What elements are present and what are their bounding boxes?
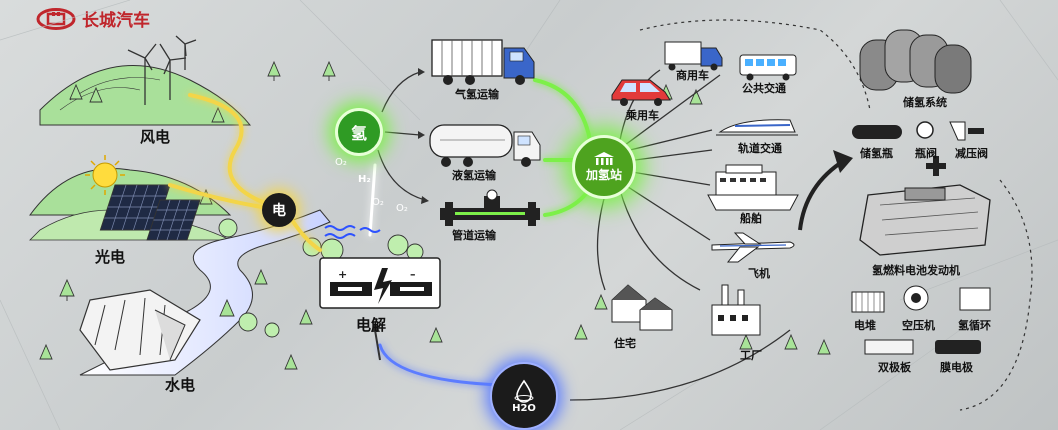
rail-transport-label: 轨道交通 <box>738 142 782 155</box>
flow-arrows <box>374 69 791 401</box>
pipeline-transport-label: 管道运输 <box>452 229 496 242</box>
public-transport-label: 公共交通 <box>742 82 786 95</box>
factory-label: 工厂 <box>740 349 762 362</box>
storage-bottle-label: 储氢瓶 <box>860 147 893 160</box>
sun-icon <box>85 155 125 195</box>
h2-label: H₂ <box>358 174 371 185</box>
wind-turbine-icons <box>127 35 197 105</box>
plus-icon <box>926 156 946 176</box>
water-drop-icon <box>514 379 534 403</box>
water-node: H2O <box>490 362 558 430</box>
house-icon <box>611 284 673 331</box>
station-building-icon <box>594 151 614 165</box>
hydrogen-station-node: 加氢站 <box>572 135 636 199</box>
wind-power-label: 风电 <box>140 128 171 146</box>
storage-parts-icons <box>852 121 984 141</box>
gas-hydrogen-truck-icon <box>431 39 535 85</box>
factory-icon <box>711 284 761 336</box>
hydrogen-node-label: 氢 <box>350 124 367 143</box>
pressure-reducer-label: 减压阀 <box>955 147 988 160</box>
pipeline-icon <box>440 189 540 226</box>
airplane-label: 飞机 <box>748 267 770 280</box>
electrolysis-label: 电解 <box>356 316 387 334</box>
river-stream <box>79 209 331 376</box>
station-node-label: 加氢站 <box>585 167 622 182</box>
stack-label: 电堆 <box>854 319 876 332</box>
passenger-car-label: 乘用车 <box>626 109 659 122</box>
membrane-electrode-label: 膜电极 <box>940 361 973 374</box>
brand-name: 长城汽车 <box>82 11 150 31</box>
airplane-icon <box>711 232 795 263</box>
electricity-node: 电 <box>262 193 296 227</box>
energy-flow-lines <box>168 78 597 387</box>
arrow-heads <box>371 68 429 332</box>
oxygen-label-3: O₂ <box>396 203 408 214</box>
fuel-cell-engine-label: 氢燃料电池发动机 <box>872 264 960 277</box>
ship-label: 船舶 <box>740 212 762 225</box>
ship-icon <box>707 164 799 211</box>
decorative-trees <box>39 60 831 370</box>
brand-header: 长城汽车 <box>36 6 150 31</box>
svg-text:+: + <box>338 268 347 281</box>
train-icon <box>716 119 798 136</box>
bus-icon <box>739 54 797 81</box>
air-compressor-label: 空压机 <box>902 319 935 332</box>
commercial-vehicle-icon <box>664 41 723 71</box>
bottle-valve-label: 瓶阀 <box>915 147 937 160</box>
passenger-car-icon <box>611 79 671 106</box>
oxygen-label-1: O₂ <box>335 157 347 168</box>
electricity-node-label: 电 <box>272 203 286 219</box>
hydrogen-node: 氢 <box>335 108 383 156</box>
great-wall-logo-icon <box>36 7 76 30</box>
gas-transport-label: 气氢运输 <box>455 88 499 101</box>
hydro-dam-icon <box>79 289 201 371</box>
hydrogen-storage-tanks-icon <box>859 29 972 94</box>
liquid-hydrogen-tanker-icon <box>429 124 541 167</box>
svg-text:–: – <box>410 268 416 281</box>
storage-system-label: 储氢系统 <box>903 96 947 109</box>
commercial-vehicle-label: 商用车 <box>676 69 709 82</box>
residence-label: 住宅 <box>614 337 636 350</box>
bipolar-plate-label: 双极板 <box>878 361 911 374</box>
liquid-transport-label: 液氢运输 <box>452 169 496 182</box>
big-arrow-icon <box>798 158 847 231</box>
fuel-cell-engine-icon <box>859 184 991 256</box>
solar-panel-icons <box>99 184 201 241</box>
water-node-label: H2O <box>512 402 536 414</box>
solar-power-label: 光电 <box>95 248 126 266</box>
water-wave-icon <box>324 225 381 239</box>
fuel-cell-parts-icons <box>851 285 991 355</box>
hydrogen-circulation-label: 氢循环 <box>958 319 991 332</box>
oxygen-label-2: O₂ <box>372 197 384 208</box>
electrolysis-battery-icon: + – <box>319 257 441 309</box>
hydro-power-label: 水电 <box>165 376 196 394</box>
